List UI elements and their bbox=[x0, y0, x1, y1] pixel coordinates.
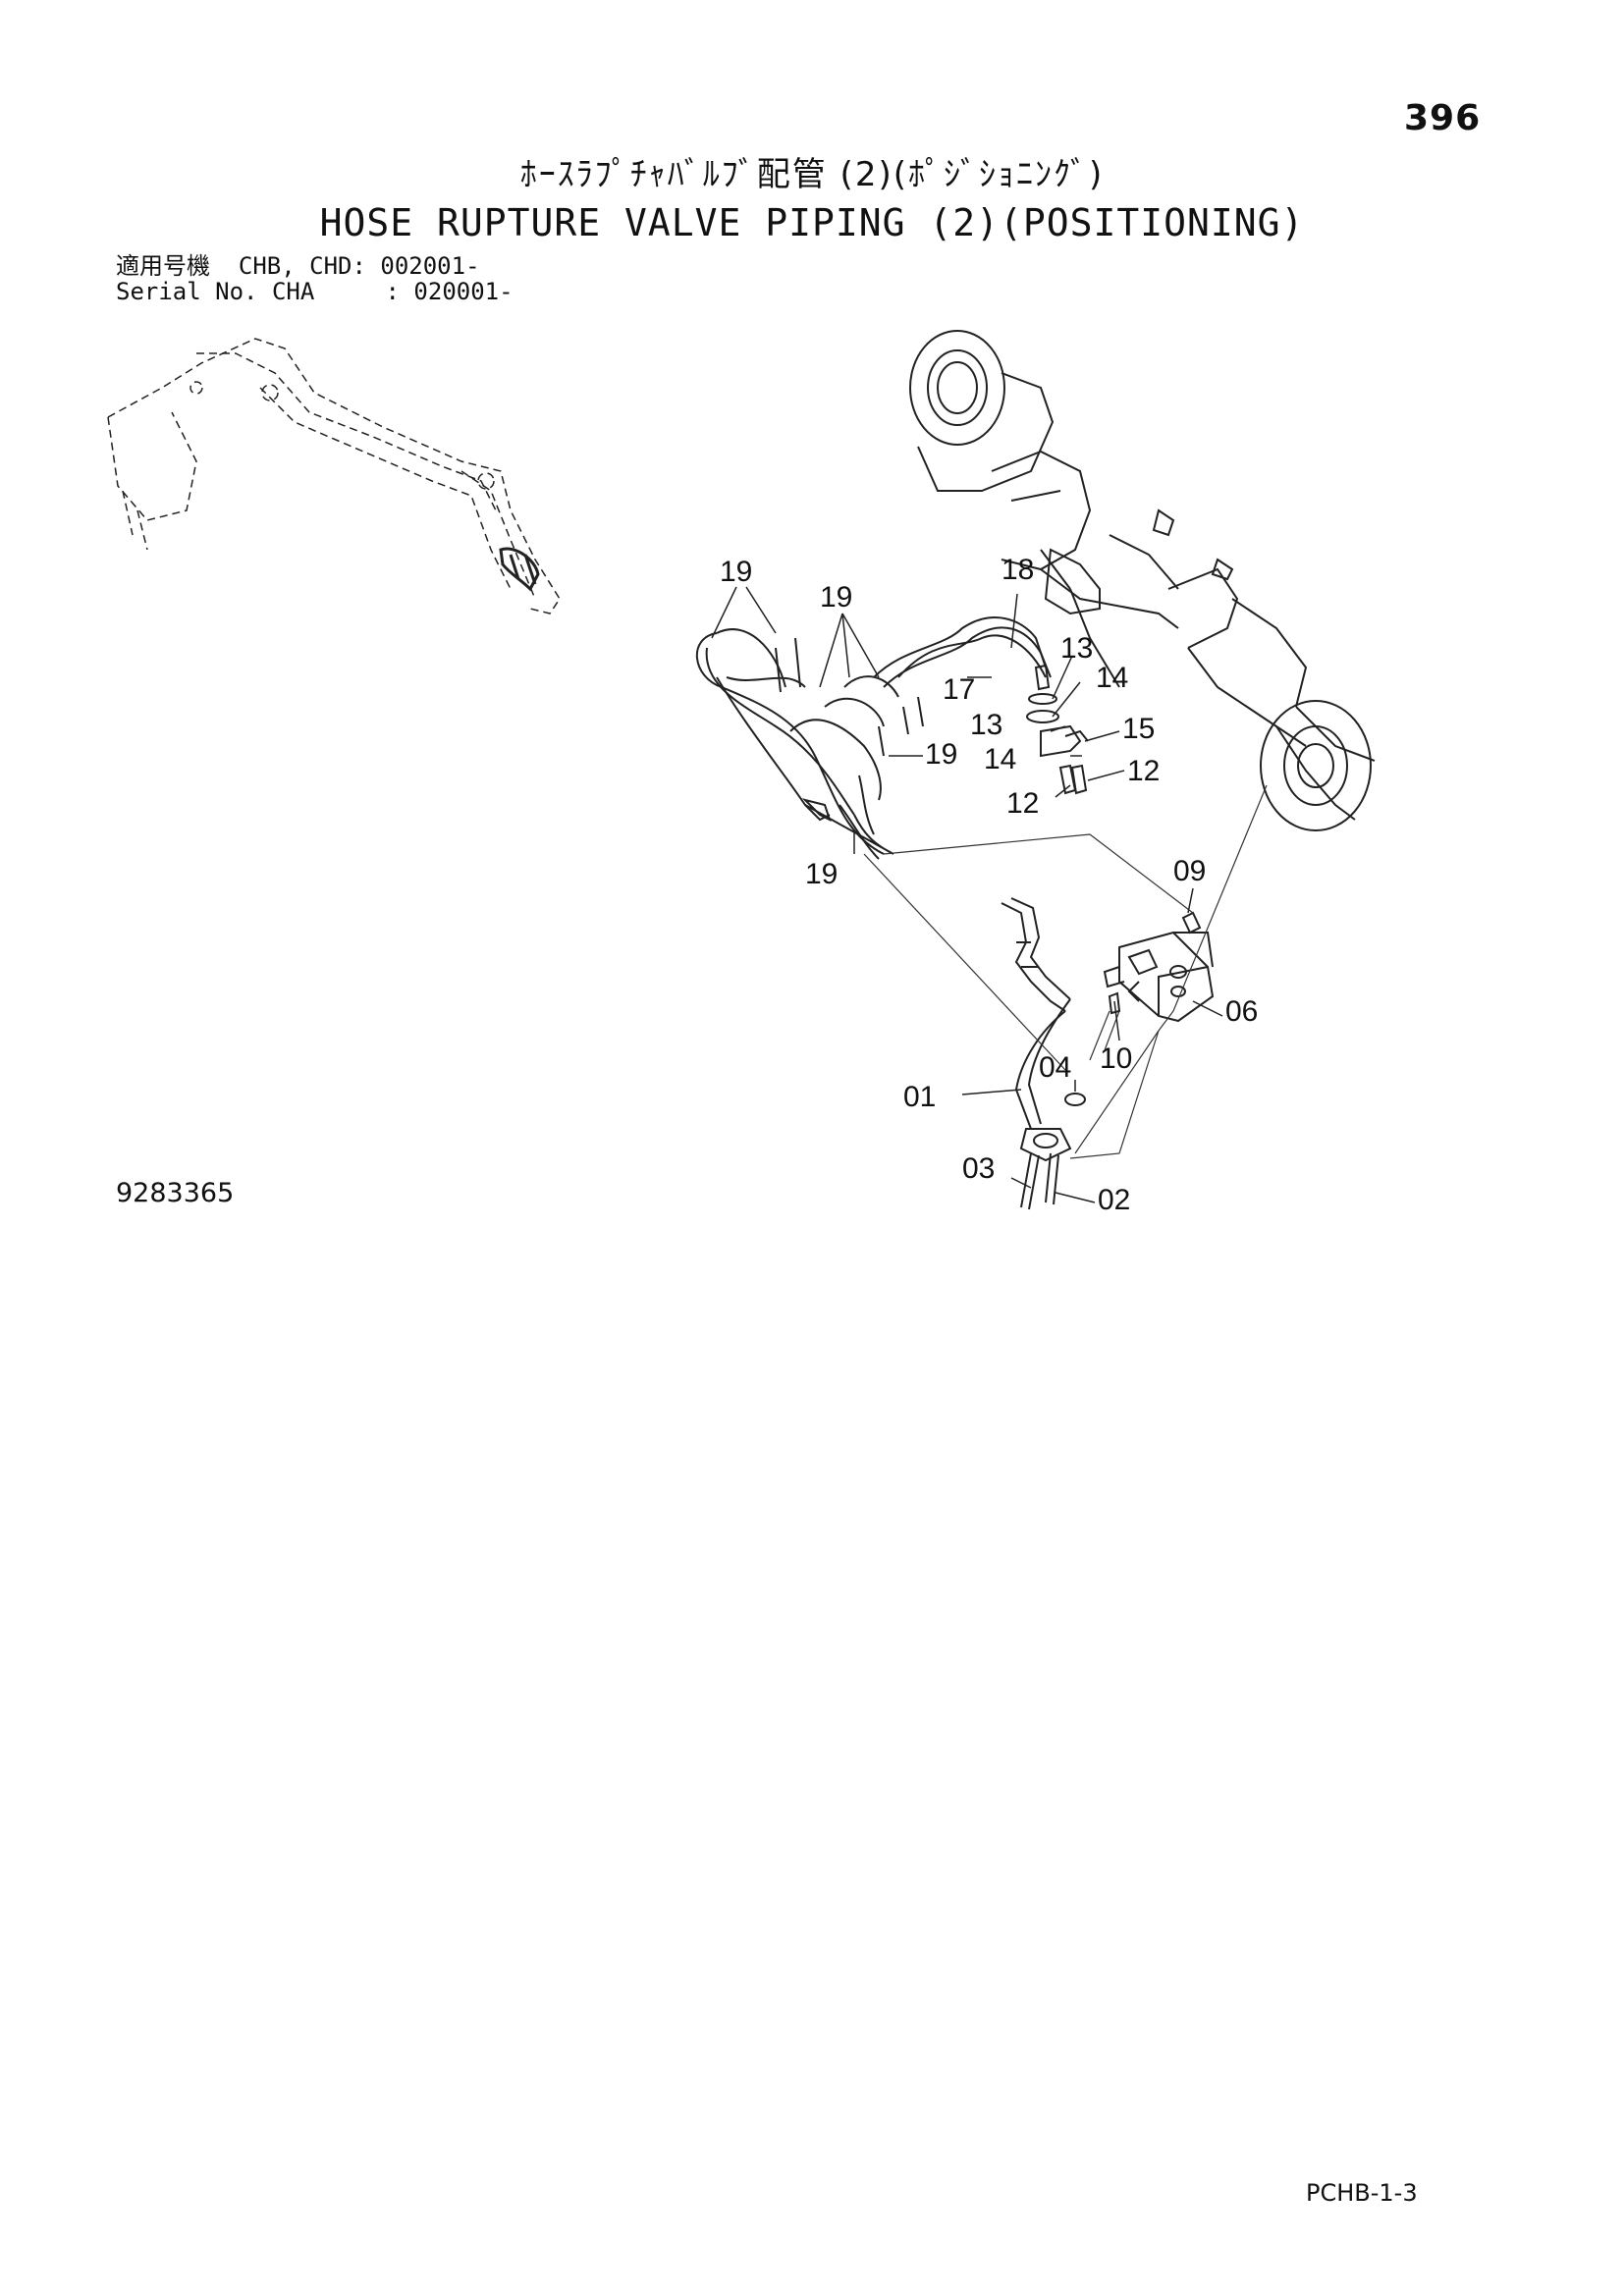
callout-19-top: 19 bbox=[820, 581, 852, 614]
callout-09: 09 bbox=[1173, 855, 1206, 887]
callout-04: 04 bbox=[1039, 1051, 1071, 1084]
serial-row-cha: Serial No. CHA : 020001- bbox=[116, 278, 514, 305]
bolts bbox=[1020, 1152, 1059, 1210]
leader-lines bbox=[711, 586, 1223, 1203]
callout-10: 10 bbox=[1100, 1042, 1132, 1075]
reference-lines bbox=[863, 784, 1268, 1159]
callout-labels: 19 19 19 19 18 17 13 13 14 14 15 12 12 0… bbox=[720, 554, 1258, 1216]
callout-12-right: 12 bbox=[1127, 755, 1160, 787]
callout-06: 06 bbox=[1225, 995, 1258, 1028]
callout-19-bottom: 19 bbox=[805, 858, 838, 890]
excavator-locator-sketch bbox=[107, 338, 561, 614]
callout-13-lower: 13 bbox=[970, 709, 1002, 741]
callout-17: 17 bbox=[943, 673, 975, 706]
fittings-column bbox=[1026, 664, 1089, 795]
callout-02: 02 bbox=[1098, 1184, 1130, 1216]
callout-03: 03 bbox=[962, 1152, 995, 1185]
title-english: HOSE RUPTURE VALVE PIPING (2)(POSITIONIN… bbox=[319, 201, 1305, 244]
boom-cylinder bbox=[909, 330, 1376, 831]
callout-13-upper: 13 bbox=[1060, 632, 1093, 665]
page-code: PCHB-1-3 bbox=[1306, 2179, 1418, 2207]
steel-pipe bbox=[1001, 897, 1086, 1162]
callout-19-right: 19 bbox=[925, 738, 957, 771]
rupture-valve-block bbox=[1103, 911, 1215, 1023]
drawing-number: 9283365 bbox=[116, 1178, 235, 1208]
callout-14-lower: 14 bbox=[984, 743, 1016, 775]
serial-row-applicable: 適用号機 CHB, CHD: 002001- bbox=[116, 252, 480, 280]
callout-01: 01 bbox=[903, 1081, 936, 1113]
page-number: 396 bbox=[1404, 98, 1482, 138]
hose-assembly bbox=[695, 616, 1052, 860]
callout-18: 18 bbox=[1001, 554, 1034, 586]
callout-12-left: 12 bbox=[1006, 787, 1039, 820]
title-japanese: ﾎｰｽﾗﾌﾟﾁｬﾊﾞﾙﾌﾞ配管 (2)(ﾎﾟｼﾞｼｮﾆﾝｸﾞ) bbox=[519, 155, 1105, 194]
callout-19-top-left: 19 bbox=[720, 556, 752, 588]
callout-15: 15 bbox=[1122, 713, 1155, 745]
locator-highlight bbox=[499, 547, 540, 592]
serial-number-block: 適用号機 CHB, CHD: 002001- Serial No. CHA : … bbox=[116, 253, 514, 304]
callout-14-upper: 14 bbox=[1096, 662, 1128, 694]
